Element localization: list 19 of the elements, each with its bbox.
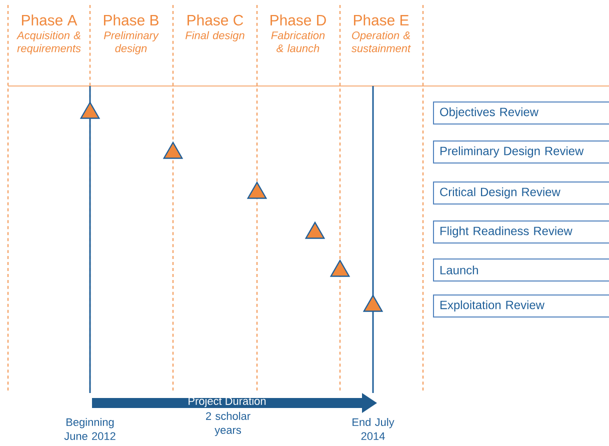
review-box: Exploitation Review [433,294,609,318]
date-label: 2 scholar years [206,412,250,436]
phase-description: Fabrication & launch [271,31,325,52]
phase-heading: Phase A [22,14,78,26]
phase-description: Acquisition & requirements [16,31,81,54]
review-box: Critical Design Review [433,181,609,204]
review-box: Objectives Review [433,101,609,124]
phase-heading: Phase B [104,14,158,26]
phase-heading: Phase D [270,14,326,26]
review-box: Flight Readiness Review [433,220,609,244]
date-label: Beginning June 2012 [64,418,116,440]
phase-description: Preliminary design [104,31,159,54]
review-box: Preliminary Design Review [433,140,609,164]
phase-heading: Phase C [188,14,244,26]
review-box: Launch [433,258,609,282]
phase-description: Operation & sustainment [352,31,411,52]
phase-description: Final design [186,31,244,42]
phase-heading: Phase E [354,14,409,26]
date-label: End July 2014 [352,418,394,440]
